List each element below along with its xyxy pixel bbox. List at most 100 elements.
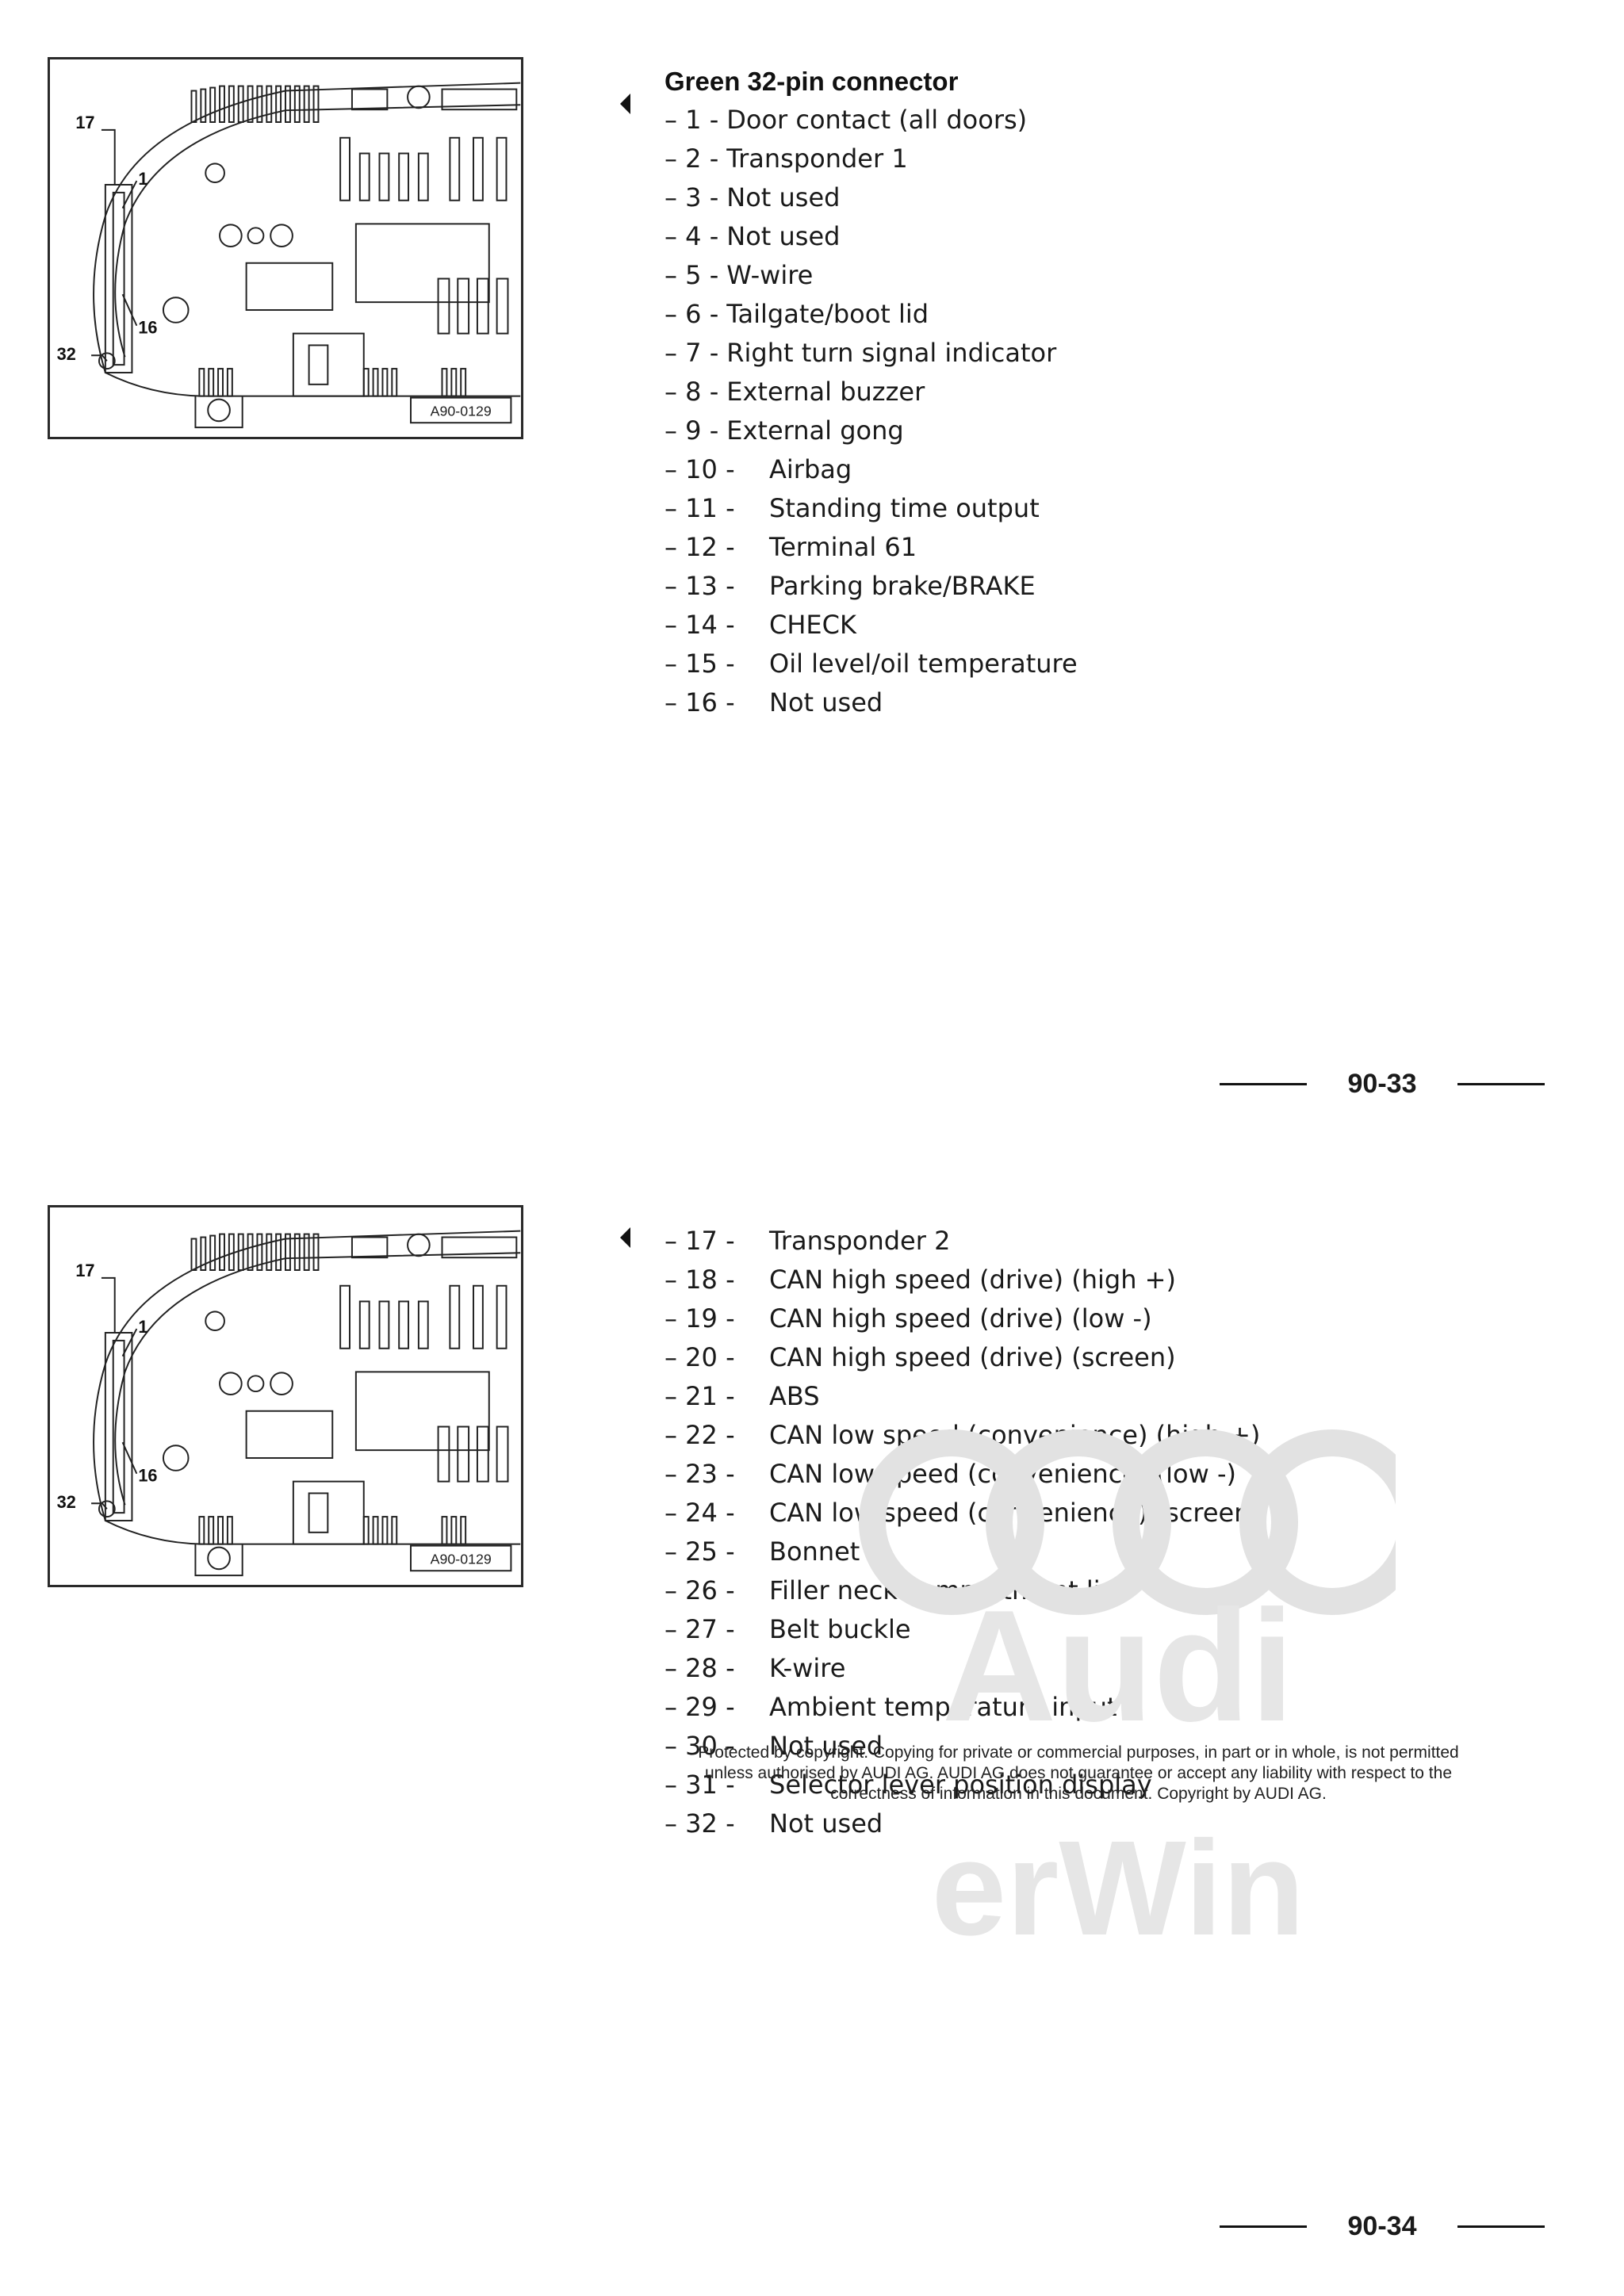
pin-number: – 9 - xyxy=(665,415,719,446)
pin-item: – 32 -Not used xyxy=(665,1804,1260,1843)
instrument-cluster-diagram: 17 1 16 32 A90-0129 xyxy=(48,1205,523,1587)
pin-description: Filler neck compartment lid xyxy=(769,1575,1116,1605)
pin-description: CAN high speed (drive) (low -) xyxy=(769,1303,1152,1334)
pin-number: – 24 - xyxy=(665,1498,735,1528)
pin-item: – 6 -Tailgate/boot lid xyxy=(665,295,1078,334)
pin-description: Not used xyxy=(726,221,841,251)
pin-number: – 14 - xyxy=(665,610,735,640)
pin-description: Right turn signal indicator xyxy=(726,338,1057,368)
pin-number: – 16 - xyxy=(665,687,735,718)
pin-description: Oil level/oil temperature xyxy=(769,649,1078,679)
pin-number: – 21 - xyxy=(665,1381,735,1411)
pin-item: – 19 - CAN high speed (drive) (low -) xyxy=(665,1299,1260,1338)
page-number-block: 90-34 xyxy=(1220,2206,1553,2246)
pin-number: – 17 - xyxy=(665,1226,735,1256)
pin-number: – 15 - xyxy=(665,649,735,679)
pin-description: Airbag xyxy=(769,454,852,484)
pin-item: – 12 - Terminal 61 xyxy=(665,528,1078,567)
pin-item: – 20 - CAN high speed (drive) (screen) xyxy=(665,1338,1260,1377)
pin-item: – 25 - Bonnet xyxy=(665,1533,1260,1571)
callout-17: 17 xyxy=(75,113,94,132)
page-number-block: 90-33 xyxy=(1220,1064,1553,1104)
pin-description: CAN high speed (drive) (screen) xyxy=(769,1342,1176,1372)
copyright-notice: Protected by copyright. Copying for priv… xyxy=(698,1743,1459,1803)
pin-description: Standing time output xyxy=(769,493,1040,523)
pin-description: Transponder 1 xyxy=(726,144,908,174)
page-rule-left xyxy=(1220,2225,1307,2228)
pin-item: – 15 - Oil level/oil temperature xyxy=(665,645,1078,683)
pin-description: Tailgate/boot lid xyxy=(726,299,929,329)
callout-16: 16 xyxy=(138,318,157,338)
pin-number: – 8 - xyxy=(665,377,719,407)
pin-item: – 2 -Transponder 1 xyxy=(665,140,1078,178)
pin-number: – 20 - xyxy=(665,1342,735,1372)
pin-number: – 29 - xyxy=(665,1692,735,1722)
pin-item: – 5 -W-wire xyxy=(665,256,1078,295)
pin-number: – 19 - xyxy=(665,1303,735,1334)
pin-number: – 31 - xyxy=(665,1770,735,1800)
pin-number: – 1 - xyxy=(665,105,719,135)
pin-description: CHECK xyxy=(769,610,856,640)
pin-description: External buzzer xyxy=(726,377,925,407)
pin-description: K-wire xyxy=(769,1653,846,1683)
pin-number: – 27 - xyxy=(665,1614,735,1644)
pointer-arrow-icon xyxy=(620,1227,630,1248)
pin-number: – 18 - xyxy=(665,1265,735,1295)
pin-number: – 28 - xyxy=(665,1653,735,1683)
pin-item: – 31 - Selector lever position display xyxy=(665,1766,1260,1804)
pin-description: Not used xyxy=(769,1808,883,1839)
pin-description: ABS xyxy=(769,1381,820,1411)
pin-number: – 6 - xyxy=(665,299,719,329)
pin-item: – 18 - CAN high speed (drive) (high +) xyxy=(665,1261,1260,1299)
pin-number: – 25 - xyxy=(665,1536,735,1567)
pin-number: – 2 - xyxy=(665,144,719,174)
pin-description: Not used xyxy=(769,687,883,718)
cluster-connector-drawing: 17 1 16 32 A90-0129 xyxy=(57,82,521,429)
pin-number: – 12 - xyxy=(665,532,735,562)
pin-item: – 11 - Standing time output xyxy=(665,489,1078,528)
pin-description: Door contact (all doors) xyxy=(726,105,1028,135)
figure-reference: A90-0129 xyxy=(431,403,492,419)
pin-description: CAN high speed (drive) (high +) xyxy=(769,1265,1176,1295)
pin-item: – 7 -Right turn signal indicator xyxy=(665,334,1078,373)
page-number: 90-34 xyxy=(1347,2211,1417,2241)
pin-item: – 23 - CAN low speed (convenience) (low -… xyxy=(665,1455,1260,1494)
pin-item: – 21 - ABS xyxy=(665,1377,1260,1416)
callout-1: 1 xyxy=(138,169,147,189)
pin-number: – 11 - xyxy=(665,493,735,523)
callout-32: 32 xyxy=(57,1492,76,1512)
pin-description: Terminal 61 xyxy=(769,532,917,562)
cluster-connector-drawing: 17 1 16 32 A90-0129 xyxy=(57,1230,521,1577)
pin-item: – 8 -External buzzer xyxy=(665,373,1078,411)
pin-item: – 1 -Door contact (all doors) xyxy=(665,101,1078,140)
pin-list-items: – 1 -Door contact (all doors) – 2 -Trans… xyxy=(665,101,1078,722)
pin-description: Bonnet xyxy=(769,1536,860,1567)
pin-number: – 23 - xyxy=(665,1459,735,1489)
pin-item: – 13 -Parking brake/BRAKE xyxy=(665,567,1078,606)
pin-number: – 26 - xyxy=(665,1575,735,1605)
pin-item: – 17 - Transponder 2 xyxy=(665,1222,1260,1261)
page-90-34: 17 1 16 32 A90-0129 – 17 -Transponder 2 … xyxy=(0,1148,1624,2296)
callout-1: 1 xyxy=(138,1317,147,1337)
pin-item: – 14 - CHECK xyxy=(665,606,1078,645)
pin-description: Not used xyxy=(726,182,841,212)
pin-number: – 30 - xyxy=(665,1731,735,1761)
pin-list-1: Green 32-pin connector – 1 -Door contact… xyxy=(665,62,1078,722)
pointer-arrow-icon xyxy=(620,94,630,114)
pin-item: – 24 - CAN low speed (convenience) (scree… xyxy=(665,1494,1260,1533)
pin-description: Transponder 2 xyxy=(769,1226,951,1256)
page-rule-left xyxy=(1220,1083,1307,1085)
connector-heading: Green 32-pin connector xyxy=(665,67,959,96)
pin-number: – 10 - xyxy=(665,454,735,484)
pin-item: – 9 -External gong xyxy=(665,411,1078,450)
pin-description: Selector lever position display xyxy=(769,1770,1152,1800)
pin-item: – 28 - K-wire xyxy=(665,1649,1260,1688)
pin-description: CAN low speed (convenience) (screen) xyxy=(769,1498,1260,1528)
pin-description: External gong xyxy=(726,415,904,446)
pin-description: CAN low speed (convenience) (low -) xyxy=(769,1459,1236,1489)
pin-description: CAN low speed (convenience) (high +) xyxy=(769,1420,1261,1450)
callout-16: 16 xyxy=(138,1466,157,1486)
pin-item: – 16 - Not used xyxy=(665,683,1078,722)
pin-number: – 22 - xyxy=(665,1420,735,1450)
callout-17: 17 xyxy=(75,1261,94,1280)
